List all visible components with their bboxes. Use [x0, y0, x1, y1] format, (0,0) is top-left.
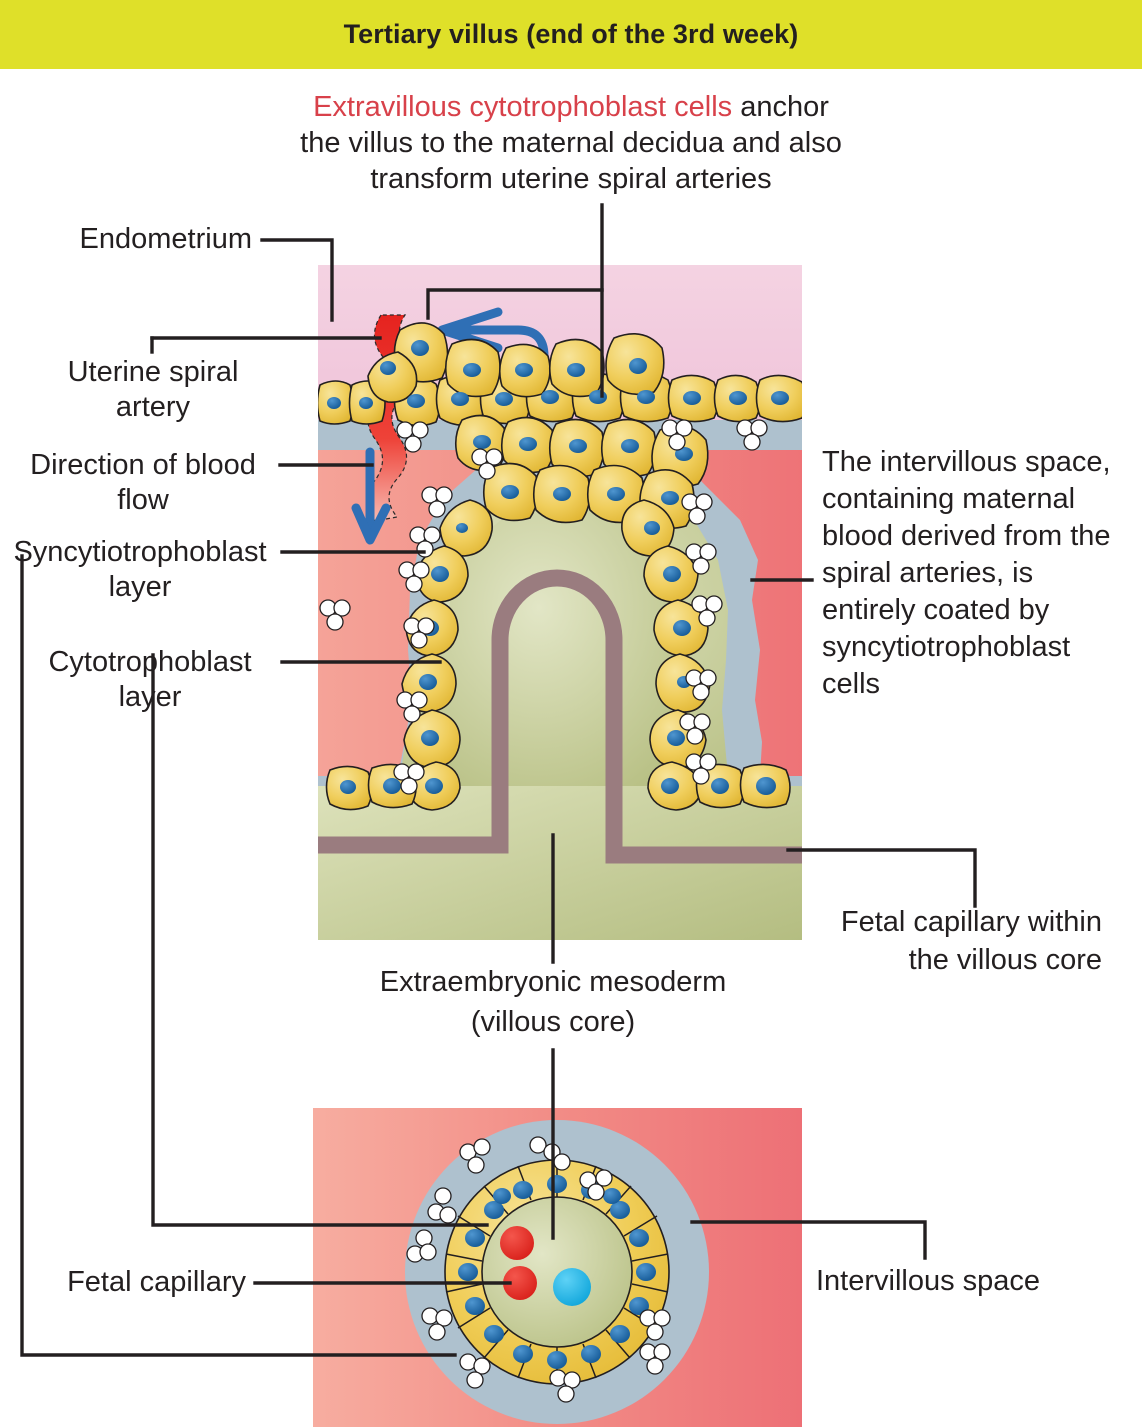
label-direction-of-blood-flow: Direction of blood flow	[30, 449, 256, 516]
label-syncytiotrophoblast-layer: Syncytiotrophoblast layer	[13, 536, 267, 603]
cytotrophoblast-surface-row	[318, 322, 802, 530]
caption-line2: the villus to the maternal decidua and a…	[300, 127, 842, 159]
label-intervillous-space: Intervillous space	[816, 1265, 1041, 1297]
lower-panel-illustration	[313, 1108, 802, 1427]
label-uterine-spiral-artery: Uterine spiral artery	[67, 356, 239, 423]
fetal-capillary-venule	[553, 1268, 591, 1306]
leader-lines	[20, 203, 977, 1357]
caption-highlight: Extravillous cytotrophoblast cells	[313, 91, 733, 123]
upper-panel-illustration	[318, 265, 802, 940]
leader-endometrium	[260, 238, 334, 322]
leader-fetal-capillary-core	[786, 848, 977, 908]
page-title: Tertiary villus (end of the 3rd week)	[343, 19, 799, 49]
label-cytotrophoblast-layer: Cytotrophoblast layer	[48, 646, 252, 713]
fetal-capillary-loop-arterial	[318, 569, 802, 864]
leader-syncytiotrophoblast-to-cross	[20, 554, 457, 1357]
label-fetal-capillary: Fetal capillary	[67, 1266, 246, 1298]
caption-line3: transform uterine spiral arteries	[370, 163, 772, 195]
title-bar: Tertiary villus (end of the 3rd week)	[0, 0, 1142, 69]
label-fetal-capillary-villous-core: Fetal capillary within the villous core	[840, 906, 1102, 976]
maternal-blood-cells	[319, 419, 768, 795]
maternal-blood-cells-cross	[406, 1136, 671, 1403]
leader-extravillous-anchor-arrow	[426, 288, 604, 320]
leader-intervillous-space-bottom	[690, 1220, 927, 1260]
blood-flow-arrow-down-head	[351, 503, 391, 545]
villous-core-cross	[481, 1196, 633, 1348]
fetal-capillary-arteriole-lower	[503, 1266, 537, 1300]
caption-extravillous: Extravillous cytotrophoblast cells ancho…	[231, 89, 911, 197]
caption-line1-rest: anchor	[732, 91, 829, 123]
label-endometrium: Endometrium	[79, 223, 252, 255]
label-intervillous-space-paragraph: The intervillous space, containing mater…	[822, 446, 1111, 700]
label-extraembryonic-mesoderm: Extraembryonic mesoderm (villous core)	[379, 966, 727, 1038]
fetal-capillary-arteriole-upper	[500, 1226, 534, 1260]
leader-cytotrophoblast-to-cross	[151, 653, 489, 1227]
